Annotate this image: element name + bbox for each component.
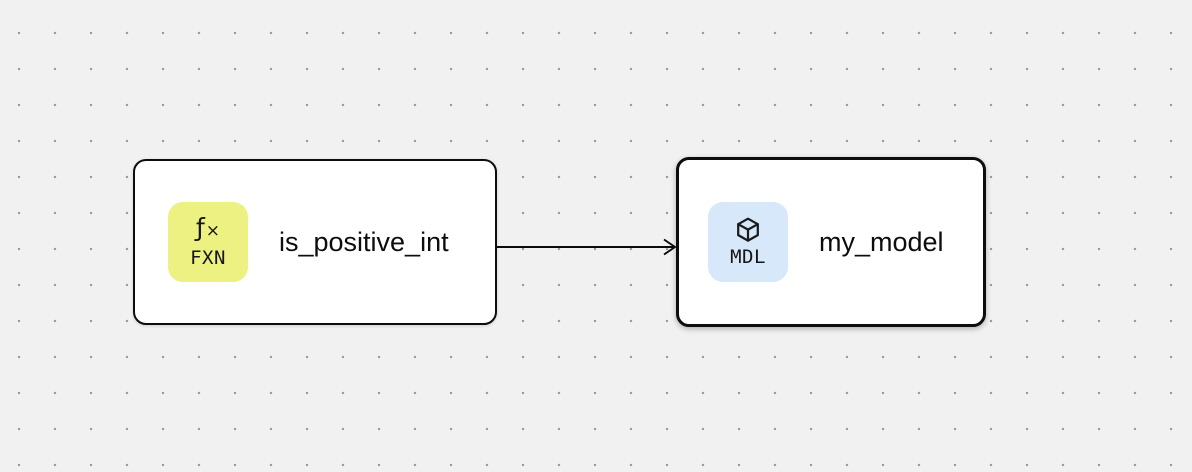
node-type-tag: MDL xyxy=(730,245,766,268)
node-type-tag: FXN xyxy=(190,247,226,269)
cube-icon xyxy=(733,216,763,244)
node-label: my_model xyxy=(819,226,944,257)
fx-icon-x: × xyxy=(205,221,221,241)
node-my-model[interactable]: MDL my_model xyxy=(676,157,986,327)
node-is-positive-int[interactable]: ƒ × FXN is_positive_int xyxy=(133,159,497,325)
function-type-badge: ƒ × FXN xyxy=(168,202,248,282)
node-label: is_positive_int xyxy=(279,226,449,257)
fx-icon-f: ƒ xyxy=(195,213,205,242)
model-type-badge: MDL xyxy=(708,202,788,282)
fx-icon: ƒ × xyxy=(196,214,220,245)
edge-is-positive-int-to-my-model[interactable] xyxy=(497,237,677,257)
arrowhead-icon xyxy=(663,238,677,256)
